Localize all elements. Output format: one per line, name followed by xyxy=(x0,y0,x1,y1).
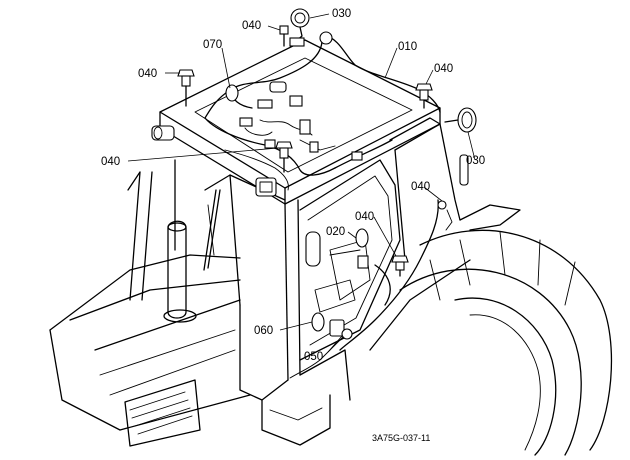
callout-040-top: 040 xyxy=(242,20,261,32)
rear-wheel xyxy=(369,229,613,456)
bolt-left-top xyxy=(177,69,195,107)
wiper xyxy=(203,189,221,271)
part-050-connector xyxy=(341,328,353,340)
callout-060: 060 xyxy=(254,325,273,337)
part-020-switch xyxy=(355,228,369,248)
callout-030-right: 030 xyxy=(466,155,485,167)
work-lamp-front-right xyxy=(255,177,277,197)
callout-040-right-mid: 040 xyxy=(411,181,430,193)
cab-frame xyxy=(127,39,521,446)
part-070-dome-lamp xyxy=(225,84,239,102)
part-060-relay xyxy=(311,312,325,332)
callout-labels: 030 040 070 010 040 040 040 030 040 040 … xyxy=(101,8,485,363)
callout-040-right-top: 040 xyxy=(434,63,453,75)
exhaust-pipe xyxy=(163,220,197,323)
figure-code: 3A75G-037-11 xyxy=(372,433,430,443)
callout-050: 050 xyxy=(304,351,323,363)
callout-020: 020 xyxy=(326,226,345,238)
tractor-hood xyxy=(49,254,251,447)
callout-040-left-mid: 040 xyxy=(101,156,120,168)
callout-030-top: 030 xyxy=(332,8,351,20)
bolt-top xyxy=(279,25,289,47)
callout-070: 070 xyxy=(203,39,222,51)
bolt-right-mid xyxy=(437,200,447,210)
interior-details xyxy=(305,231,371,313)
wiring-harness xyxy=(204,34,469,379)
work-lamp-right xyxy=(444,107,477,133)
leader-lines xyxy=(127,13,476,353)
callout-040-left-top: 040 xyxy=(138,68,157,80)
bolt-center xyxy=(391,255,409,277)
work-lamp-top xyxy=(289,8,333,47)
callout-040-center: 040 xyxy=(355,211,374,223)
bolt-left-mid xyxy=(275,141,293,173)
work-lamp-front-left xyxy=(151,125,175,141)
callout-010: 010 xyxy=(398,41,417,53)
